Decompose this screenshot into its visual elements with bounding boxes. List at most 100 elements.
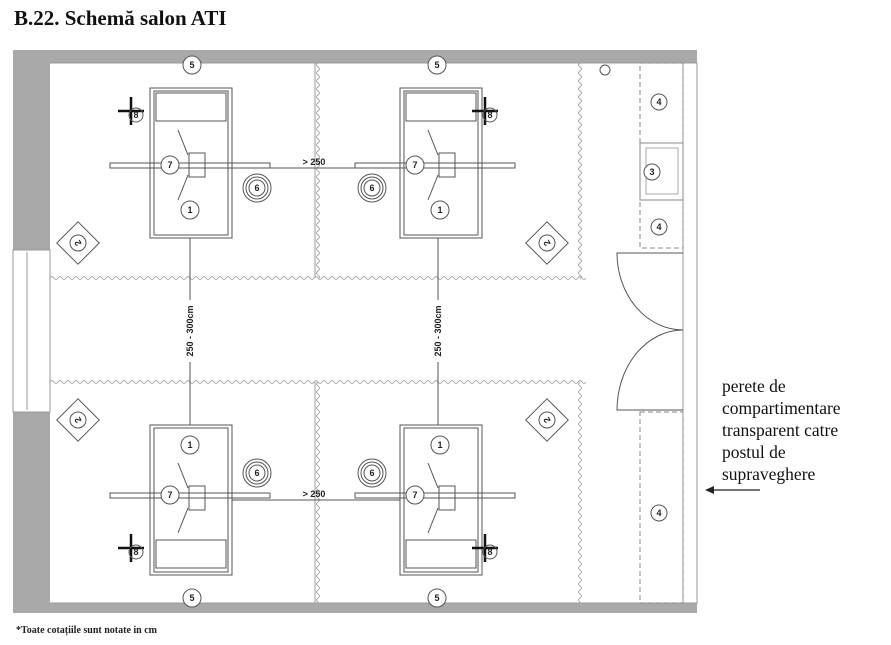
marker-label-bed: 1 bbox=[187, 205, 192, 215]
dim-bg bbox=[432, 300, 444, 362]
marker-pendant bbox=[405, 485, 425, 505]
marker-label-pendant: 7 bbox=[412, 160, 417, 170]
annotation-line: compartimentare bbox=[722, 398, 841, 418]
marker-label-bin: 6 bbox=[369, 183, 374, 193]
marker-stand bbox=[482, 544, 498, 560]
marker-bin bbox=[248, 179, 266, 197]
diagram-title: B.22. Schemă salon ATI bbox=[14, 6, 227, 30]
marker-label-stand: 8 bbox=[133, 110, 138, 120]
chair bbox=[56, 221, 100, 265]
pillow bbox=[405, 539, 477, 569]
walls bbox=[12, 50, 698, 613]
marker-label-cabinet: 4 bbox=[656, 97, 661, 107]
bin-ring bbox=[360, 461, 384, 485]
marker-bin bbox=[363, 179, 381, 197]
marker-label-cabinet: 4 bbox=[656, 508, 661, 518]
bin-ring bbox=[360, 176, 384, 200]
marker-label-stand: 8 bbox=[487, 110, 492, 120]
marker-label-cabinet: 4 bbox=[656, 222, 661, 232]
arm bbox=[177, 129, 189, 201]
annotation-text: perete de compartimentare transparent ca… bbox=[722, 375, 891, 485]
curtain bbox=[316, 381, 320, 607]
chair bbox=[56, 398, 100, 442]
marker-label-chair: 2 bbox=[72, 238, 83, 247]
annotation-line: supraveghere bbox=[722, 464, 816, 484]
marker-label-window: 5 bbox=[189, 60, 194, 70]
marker-bed bbox=[180, 200, 200, 220]
marker-label-chair: 2 bbox=[72, 415, 83, 424]
pendant-bar bbox=[354, 492, 516, 499]
curtain bbox=[316, 62, 320, 280]
marker-bin bbox=[363, 464, 381, 482]
pillow bbox=[155, 92, 227, 122]
pendant-bar bbox=[109, 492, 271, 499]
dim-bg bbox=[184, 300, 196, 362]
chair bbox=[525, 398, 569, 442]
marker-stand bbox=[128, 107, 144, 123]
bin-outer bbox=[242, 458, 272, 488]
marker-chair bbox=[69, 234, 87, 252]
marker-chair bbox=[538, 411, 556, 429]
marker-label-bin: 6 bbox=[254, 468, 259, 478]
marker-pendant bbox=[160, 485, 180, 505]
marker-chair bbox=[538, 234, 556, 252]
dimension-label: 250 - 300cm bbox=[185, 305, 195, 356]
arrow-head-icon bbox=[705, 486, 714, 494]
marker-cabinet bbox=[650, 93, 668, 111]
marker-window bbox=[182, 588, 202, 608]
annotation-line: transparent catre bbox=[722, 420, 839, 440]
marker-label-chair: 2 bbox=[541, 415, 552, 424]
marker-pendant bbox=[160, 155, 180, 175]
curtain bbox=[49, 276, 587, 280]
annotation-line: perete de bbox=[722, 376, 786, 396]
dimension-label: > 250 bbox=[303, 157, 326, 167]
curtain bbox=[578, 62, 582, 280]
chair bbox=[525, 221, 569, 265]
marker-sink bbox=[643, 163, 661, 181]
marker-pendant bbox=[405, 155, 425, 175]
marker-label-pendant: 7 bbox=[412, 490, 417, 500]
curtain bbox=[578, 381, 582, 607]
bed-mattress bbox=[403, 427, 479, 573]
bin-outer bbox=[357, 458, 387, 488]
marker-label-window: 5 bbox=[434, 60, 439, 70]
pendant-bar bbox=[109, 162, 271, 169]
marker-cabinet bbox=[650, 504, 668, 522]
marker-window bbox=[427, 588, 447, 608]
marker-label-chair: 2 bbox=[541, 238, 552, 247]
marker-label-pendant: 7 bbox=[167, 160, 172, 170]
marker-label-stand: 8 bbox=[487, 547, 492, 557]
monitor-arm bbox=[438, 152, 456, 178]
annotation-line: postul de bbox=[722, 442, 786, 462]
marker-chair bbox=[69, 411, 87, 429]
pillow bbox=[155, 539, 227, 569]
arm bbox=[427, 129, 439, 201]
marker-bed bbox=[430, 200, 450, 220]
lamp-icon bbox=[599, 64, 611, 76]
bin-outer bbox=[242, 173, 272, 203]
footnote: *Toate cotațiile sunt notate in cm bbox=[16, 625, 158, 636]
marker-label-bed: 1 bbox=[437, 440, 442, 450]
bin-outer bbox=[357, 173, 387, 203]
marker-bed bbox=[430, 435, 450, 455]
marker-bed bbox=[180, 435, 200, 455]
marker-stand bbox=[128, 544, 144, 560]
marker-label-bed: 1 bbox=[187, 440, 192, 450]
marker-cabinet bbox=[650, 218, 668, 236]
bed-mattress bbox=[153, 427, 229, 573]
dimension-label: 250 - 300cm bbox=[433, 305, 443, 356]
marker-label-sink: 3 bbox=[649, 167, 654, 177]
bin-ring bbox=[245, 176, 269, 200]
marker-label-stand: 8 bbox=[133, 547, 138, 557]
arm bbox=[427, 462, 439, 534]
cabinet-zone bbox=[639, 411, 684, 604]
pendant-bar bbox=[354, 162, 516, 169]
marker-label-pendant: 7 bbox=[167, 490, 172, 500]
marker-bin bbox=[248, 464, 266, 482]
marker-window bbox=[182, 55, 202, 75]
pillow bbox=[405, 92, 477, 122]
marker-stand bbox=[482, 107, 498, 123]
marker-label-window: 5 bbox=[434, 593, 439, 603]
marker-label-window: 5 bbox=[189, 593, 194, 603]
